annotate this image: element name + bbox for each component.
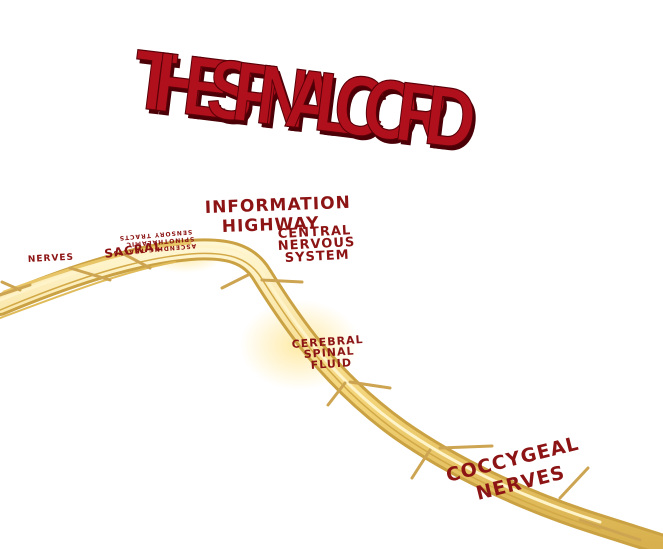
cord-strand-upper	[2, 241, 192, 294]
labels: INFORMATION HIGHWAY CENTRAL NERVOUS SYST…	[28, 193, 582, 505]
spinal-cord	[0, 238, 663, 549]
nerve-branch	[68, 266, 112, 282]
cord-strand-shade	[0, 252, 601, 530]
cord-body	[0, 241, 663, 549]
nerve-branches	[0, 250, 642, 542]
nerve-branch	[0, 280, 22, 292]
nerve-branch	[438, 444, 494, 450]
title-group: THE SPINAL CORD THE SPINAL CORD	[127, 31, 484, 171]
label-system: SYSTEM	[284, 248, 350, 266]
cord-strand-highlight	[0, 244, 602, 524]
label-cerebral: CEREBRAL	[291, 333, 364, 351]
nerve-branch	[260, 278, 304, 284]
nerve-branch	[118, 250, 152, 270]
nerve-branch	[326, 381, 347, 407]
nerve-branch	[558, 466, 590, 500]
nerve-branch	[348, 380, 392, 390]
cord-strand-lower	[0, 261, 176, 319]
label-central: CENTRAL	[277, 223, 351, 242]
nerve-branch	[410, 448, 432, 480]
page-title: THE SPINAL CORD	[128, 32, 481, 167]
label-nerves-left: NERVES	[28, 253, 75, 265]
label-nervous: NERVOUS	[277, 235, 355, 254]
nerve-branch	[578, 518, 642, 542]
label-fluid: FLUID	[310, 356, 352, 372]
label-spinal: SPINAL	[303, 344, 355, 361]
nerve-branch	[220, 273, 250, 290]
label-highway: HIGHWAY	[221, 214, 319, 237]
nerve-branch	[0, 283, 32, 297]
cord-outline	[0, 238, 663, 549]
